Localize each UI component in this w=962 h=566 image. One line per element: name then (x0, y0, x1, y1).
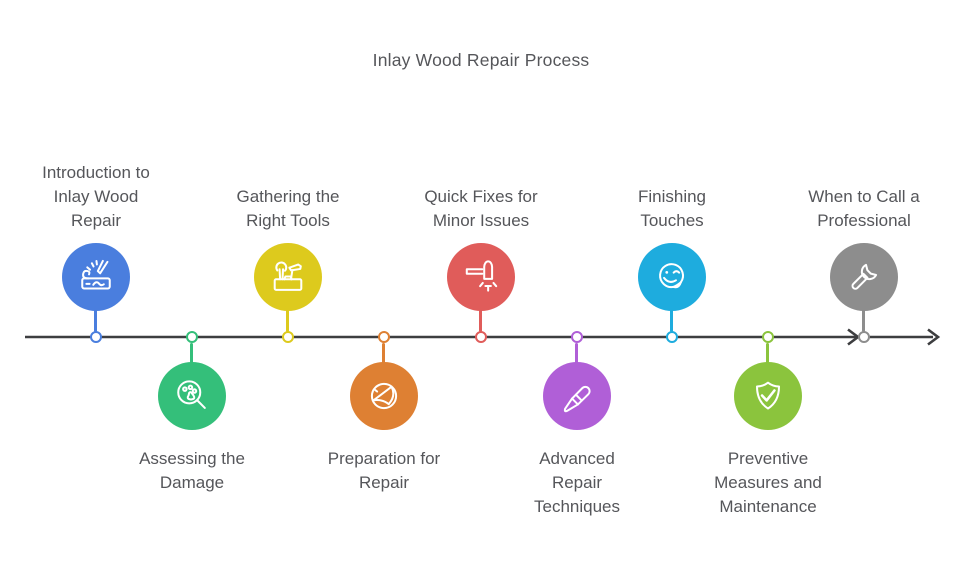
arrowhead-icon (927, 328, 941, 346)
timeline-node-ring (571, 331, 583, 343)
connector-stem (670, 309, 673, 332)
connector-stem (479, 309, 482, 332)
step-label-quick-fixes: Quick Fixes for Minor Issues (424, 187, 538, 230)
sticker-smiley-icon (659, 263, 684, 289)
connector-stem (575, 343, 578, 364)
wood-carving-icon (81, 259, 111, 290)
step-circle-preventive (734, 362, 802, 430)
step-label-advanced: Advanced Repair Techniques (533, 449, 620, 516)
step-circle-finishing (638, 243, 706, 311)
connector-stem (862, 309, 865, 332)
timeline-node-ring (90, 331, 102, 343)
sanding-disc-icon (370, 382, 398, 410)
timeline-node-ring (282, 331, 294, 343)
connector-stem (286, 309, 289, 332)
timeline-node-ring (858, 331, 870, 343)
shield-check-icon (755, 381, 781, 410)
chisel-icon (563, 385, 591, 413)
timeline-node-ring (186, 331, 198, 343)
step-circle-quick-fixes (447, 243, 515, 311)
step-circle-preparation (350, 362, 418, 430)
timeline-node-ring (762, 331, 774, 343)
timeline-node-ring (378, 331, 390, 343)
step-label-finishing: Finishing Touches (637, 187, 707, 230)
step-label-introduction: Introduction to Inlay Wood Repair (42, 163, 150, 230)
step-circle-introduction (62, 243, 130, 311)
step-label-tools: Gathering the Right Tools (236, 187, 340, 230)
step-circle-assessing (158, 362, 226, 430)
mallet-icon (465, 260, 498, 292)
step-circle-advanced (543, 362, 611, 430)
connector-stem (190, 343, 193, 364)
connector-stem (766, 343, 769, 364)
timeline-node-ring (666, 331, 678, 343)
connector-stem (382, 343, 385, 364)
timeline-node-ring (475, 331, 487, 343)
connector-stem (94, 309, 97, 332)
page-title: Inlay Wood Repair Process (372, 50, 590, 70)
step-label-preparation: Preparation for Repair (327, 449, 441, 492)
step-label-professional: When to Call a Professional (808, 187, 920, 230)
step-circle-tools (254, 243, 322, 311)
wrench-icon (851, 263, 878, 290)
step-label-assessing: Assessing the Damage (139, 449, 245, 492)
step-circle-professional (830, 243, 898, 311)
toolbox-icon (273, 261, 303, 291)
step-label-preventive: Preventive Measures and Maintenance (714, 449, 822, 516)
magnifier-inspection-icon (177, 380, 206, 409)
